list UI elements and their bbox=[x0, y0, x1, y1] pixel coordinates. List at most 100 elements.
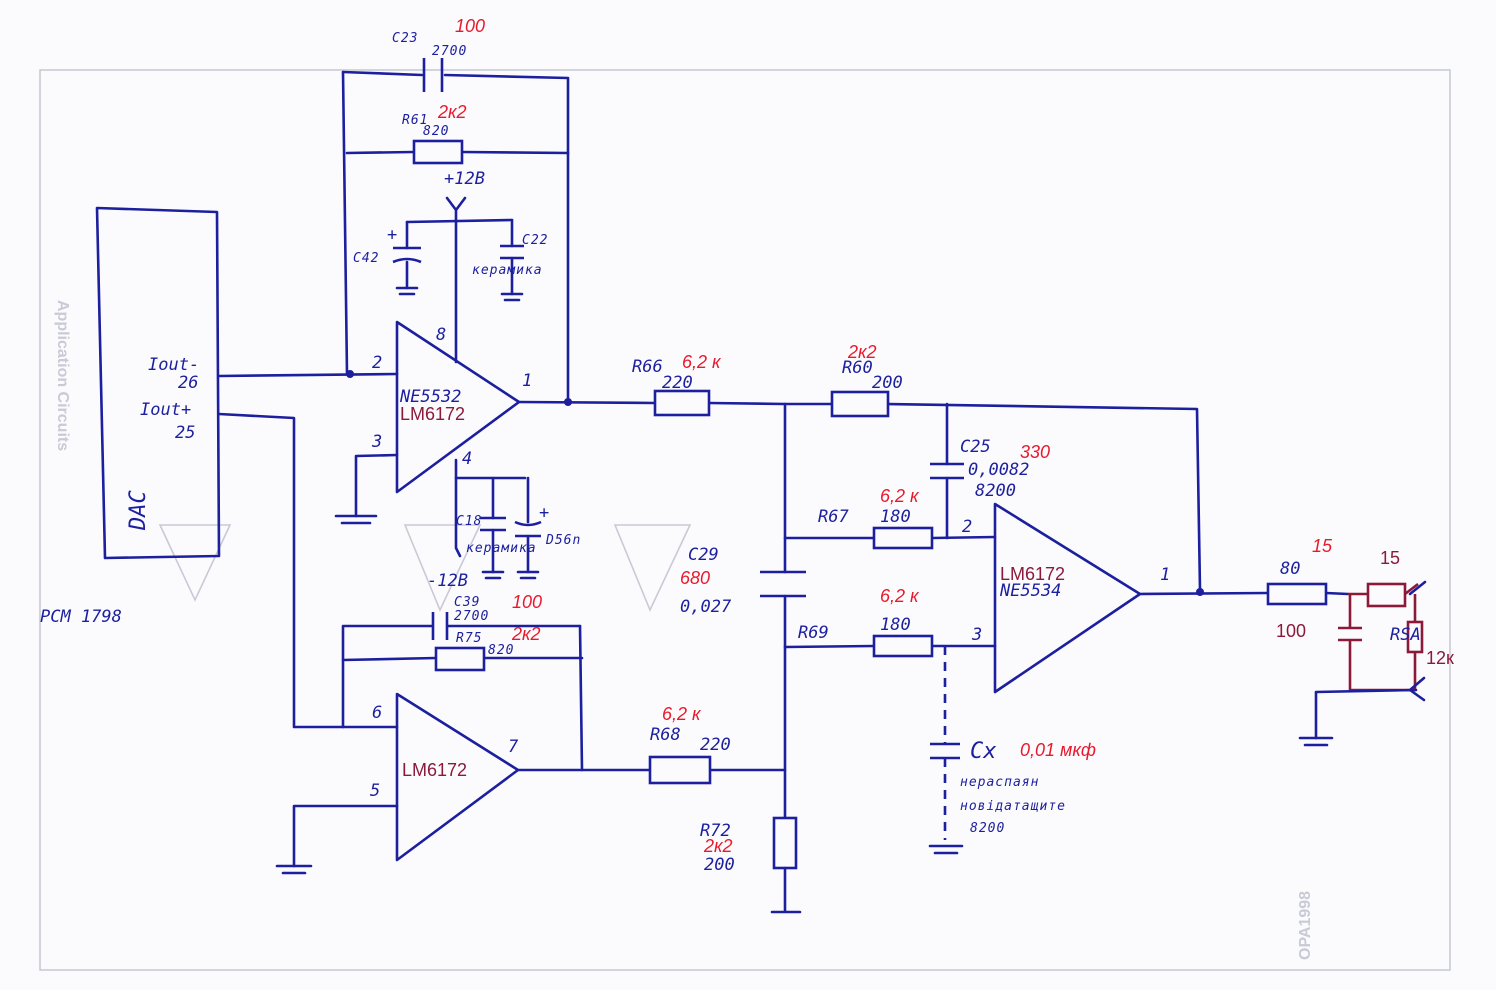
rout-new-value2: 100 bbox=[1276, 621, 1306, 641]
r61-name: R61 bbox=[402, 113, 428, 128]
u3-new-chip: LM6172 bbox=[1000, 564, 1065, 584]
r66-new-value: 6,2 к bbox=[682, 352, 722, 372]
u1-pin8: 8 bbox=[436, 325, 446, 345]
r61-value: 820 bbox=[423, 124, 449, 139]
c18-name: C18 bbox=[456, 514, 482, 529]
c29-new-value: 680 bbox=[680, 568, 710, 588]
r67-value: 180 bbox=[880, 507, 911, 527]
u1-output: R66 220 6,2 к R60 200 2к2 bbox=[517, 342, 1202, 592]
c18-note: керамика bbox=[466, 541, 537, 556]
dac-pin-25: 25 bbox=[175, 423, 195, 443]
r60-resistor bbox=[830, 390, 890, 418]
u1-supply: +12B + C42 C22 керамика bbox=[353, 169, 548, 364]
r68-resistor bbox=[648, 755, 712, 785]
u1-new-chip: LM6172 bbox=[400, 404, 465, 424]
u1-pin3: 3 bbox=[371, 432, 382, 452]
svg-text:Application Circuits: Application Circuits bbox=[54, 300, 71, 451]
r15-resistor bbox=[1366, 582, 1407, 608]
u1-feedback: C23 2700 100 R61 820 2к2 bbox=[341, 16, 570, 404]
r66-name: R66 bbox=[632, 357, 663, 377]
c18-d56n: D56n bbox=[545, 533, 581, 548]
cx-note1: нераспаян bbox=[960, 775, 1039, 790]
opamp-u2: LM6172 6 5 7 bbox=[370, 692, 520, 862]
rout-new-value: 15 bbox=[1312, 536, 1333, 556]
c39-name: C39 bbox=[454, 595, 480, 610]
rsa-resistor bbox=[1406, 620, 1424, 654]
r72-group: R72 2к2 200 bbox=[700, 816, 802, 914]
r75-value: 820 bbox=[488, 643, 514, 658]
background-bleed: Application Circuits OPA1998 bbox=[39, 69, 1451, 971]
svg-text:OPA1998: OPA1998 bbox=[1297, 891, 1314, 960]
u3-pin3: 3 bbox=[971, 625, 982, 645]
c29-value: 0,027 bbox=[680, 597, 732, 617]
u1-pin4: 4 bbox=[462, 449, 472, 469]
u1-pin2: 2 bbox=[372, 353, 382, 373]
r66-value: 220 bbox=[662, 373, 693, 393]
r60-name: R60 bbox=[842, 358, 873, 378]
cx-new-value: 0,01 мкф bbox=[1020, 740, 1096, 760]
r67-new-value: 6,2 к bbox=[880, 486, 920, 506]
c29-name: C29 bbox=[688, 545, 719, 565]
c39-new-value: 100 bbox=[512, 592, 542, 612]
c22-name: C22 bbox=[522, 233, 548, 248]
c42-name: C42 bbox=[353, 251, 379, 266]
r72-resistor bbox=[772, 816, 798, 870]
r61-new-value: 2к2 bbox=[437, 102, 467, 122]
u2-pin5: 5 bbox=[370, 781, 380, 801]
dac-label: DAC bbox=[126, 490, 151, 531]
r69-new-value: 6,2 к bbox=[880, 586, 920, 606]
r72-value: 200 bbox=[704, 855, 735, 875]
r68-value: 220 bbox=[700, 735, 731, 755]
svg-text:+: + bbox=[387, 225, 397, 245]
dac-iout-minus-label: Iout- bbox=[148, 355, 199, 375]
r66-resistor bbox=[653, 389, 711, 417]
rsa-name: RSA bbox=[1390, 625, 1421, 645]
u1-inputs bbox=[217, 370, 527, 558]
r68-name: R68 bbox=[650, 725, 681, 745]
output-stage: 80 15 100 15 RSA 12к bbox=[1138, 536, 1454, 747]
u2-network: C39 2700 100 R75 820 2к2 R68 220 6,2 к bbox=[217, 412, 787, 875]
u2-pin6: 6 bbox=[372, 703, 382, 723]
dac-pin-26: 26 bbox=[178, 373, 198, 393]
u1-orig-chip: NE5532 bbox=[399, 387, 461, 407]
c25-value: 0,0082 bbox=[968, 460, 1029, 480]
rout-value: 80 bbox=[1280, 559, 1300, 579]
r69-name: R69 bbox=[798, 623, 829, 643]
supply-pos-label: +12B bbox=[444, 169, 485, 189]
svg-text:+: + bbox=[539, 503, 549, 523]
u2-new-chip: LM6172 bbox=[402, 760, 467, 780]
r61-resistor bbox=[412, 139, 464, 165]
supply-neg-label: -12B bbox=[427, 571, 468, 591]
r67-name: R67 bbox=[818, 507, 849, 527]
c25-group: C25 0,0082 8200 330 bbox=[930, 402, 1050, 540]
r69-value: 180 bbox=[880, 615, 911, 635]
u3-orig-chip: NE5534 bbox=[999, 581, 1061, 601]
r60-value: 200 bbox=[872, 373, 903, 393]
r75-new-value: 2к2 bbox=[511, 624, 541, 644]
cx-note3: 8200 bbox=[970, 821, 1005, 836]
r72-new-value: 2к2 bbox=[703, 836, 733, 856]
r69-group: R69 180 6,2 к Cx 0,01 мкф нераспаян нові… bbox=[783, 586, 1096, 855]
opamp-u3: LM6172 NE5534 2 3 1 bbox=[962, 502, 1170, 694]
r69-resistor bbox=[872, 634, 934, 658]
u3-pin1: 1 bbox=[1160, 565, 1170, 585]
rsa-new-value2: 12к bbox=[1426, 648, 1454, 668]
c25-new-value: 330 bbox=[1020, 442, 1050, 462]
r67-resistor bbox=[872, 526, 934, 550]
r75-resistor bbox=[434, 646, 486, 672]
c23-name: C23 bbox=[392, 31, 418, 46]
c39-value: 2700 bbox=[454, 609, 489, 624]
dac-block: DAC Iout- 26 Iout+ 25 PCM 1798 bbox=[40, 206, 221, 627]
r67-group: R67 180 6,2 к bbox=[783, 486, 997, 550]
opamp-u1: NE5532 LM6172 8 2 3 1 4 bbox=[371, 320, 532, 494]
cx-note2: новідатащите bbox=[960, 799, 1066, 814]
r75-name: R75 bbox=[456, 631, 482, 646]
c25-value2: 8200 bbox=[975, 481, 1016, 501]
dac-iout-plus-label: Iout+ bbox=[140, 400, 191, 420]
rsa-new-value: 15 bbox=[1380, 548, 1400, 568]
c22-note: керамика bbox=[472, 263, 543, 278]
r72-name: R72 bbox=[700, 821, 731, 841]
u1-pin1: 1 bbox=[522, 371, 532, 391]
r68-new-value: 6,2 к bbox=[662, 704, 702, 724]
